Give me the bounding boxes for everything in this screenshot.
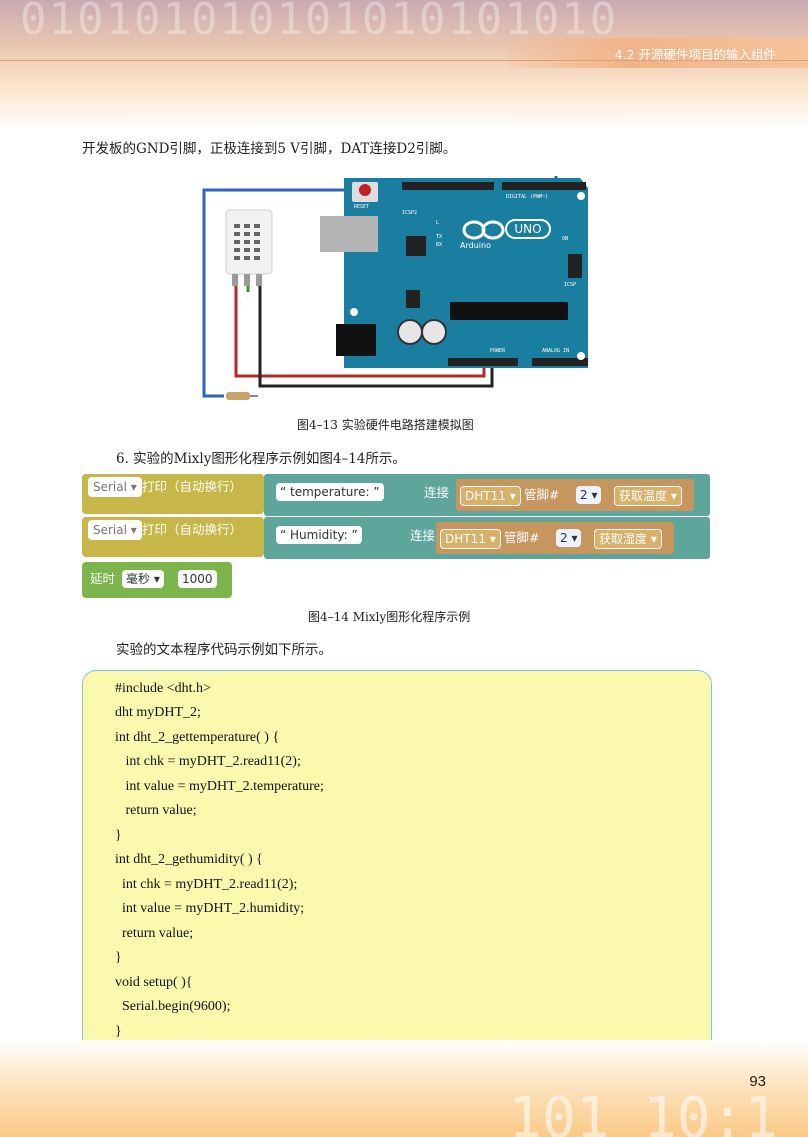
- code-line: #include <dht.h>: [115, 681, 211, 696]
- footer-decor-bits: 101 10:1: [508, 1086, 778, 1137]
- code-line: int chk = myDHT_2.read11(2);: [115, 877, 298, 892]
- code-line: void setup( ){: [115, 975, 193, 990]
- svg-text:RX: RX: [436, 242, 442, 248]
- dht-sensor: [225, 209, 273, 286]
- join-block-2: “ Humidity: ” 连接 DHT11 ▾ 管脚# 2 ▾ 获取湿度 ▾: [264, 517, 710, 559]
- page-header: 010101010101010101010 4.2 开源硬件项目的输入组件: [0, 0, 808, 130]
- uno-logo: UNO: [514, 222, 541, 236]
- code-intro: 实验的文本程序代码示例如下所示。: [116, 642, 332, 658]
- code-line: dht myDHT_2;: [115, 705, 201, 720]
- code-line: return value;: [115, 926, 194, 941]
- svg-text:DIGITAL (PWM~): DIGITAL (PWM~): [506, 194, 548, 200]
- page-footer: 101 10:1: [0, 1040, 808, 1137]
- text-pill: “ temperature: ”: [276, 483, 384, 501]
- delay-block: 延时 毫秒 ▾ 1000: [82, 562, 232, 598]
- join-block-1: “ temperature: ” 连接 DHT11 ▾ 管脚# 2 ▾ 获取温度…: [264, 474, 710, 516]
- figure-4-14-caption: 图4–14 Mixly图形化程序示例: [308, 610, 471, 624]
- code-line: int value = myDHT_2.temperature;: [115, 779, 324, 794]
- svg-text:ON: ON: [562, 236, 568, 242]
- code-line: }: [115, 1024, 122, 1039]
- svg-text:ICSP2: ICSP2: [402, 210, 417, 216]
- dht-read-block-2: DHT11 ▾ 管脚# 2 ▾ 获取湿度 ▾: [436, 522, 674, 554]
- resistor: [226, 392, 250, 400]
- mixly-blocks: Serial ▾ 打印（自动换行） “ temperature: ” 连接 DH…: [82, 474, 714, 600]
- svg-text:ANALOG IN: ANALOG IN: [542, 348, 569, 354]
- header-decor-bits: 010101010101010101010: [20, 0, 619, 45]
- svg-text:POWER: POWER: [490, 348, 506, 354]
- code-line: return value;: [115, 803, 197, 818]
- svg-text:ICSP: ICSP: [564, 282, 576, 288]
- header-tab: [508, 38, 808, 68]
- section-title: 4.2 开源硬件项目的输入组件: [614, 47, 776, 62]
- print-block-2: Serial ▾ 打印（自动换行）: [82, 517, 264, 557]
- svg-text:L: L: [436, 220, 439, 226]
- wire-black: [258, 286, 494, 388]
- intro-line: 开发板的GND引脚，正极连接到5 V引脚，DAT连接D2引脚。: [82, 141, 457, 157]
- code-line: int dht_2_gethumidity( ) {: [115, 852, 263, 867]
- figure-4-13-caption: 图4–13 实验硬件电路搭建模拟图: [297, 418, 474, 432]
- step-6-text: 6. 实验的Mixly图形化程序示例如图4–14所示。: [116, 451, 406, 467]
- code-line: }: [115, 828, 122, 843]
- code-line: Serial.begin(9600);: [115, 999, 231, 1014]
- code-line: int chk = myDHT_2.read11(2);: [115, 754, 301, 769]
- svg-text:Arduino: Arduino: [460, 241, 491, 250]
- svg-text:TX: TX: [436, 234, 442, 240]
- header-rule: [0, 60, 808, 61]
- circuit-figure: RESET ICSP2 DIGITAL (PWM~) UNO Arduino T…: [202, 176, 588, 400]
- svg-text:RESET: RESET: [354, 204, 369, 210]
- page-number: 93: [749, 1073, 766, 1090]
- code-line: int dht_2_gettemperature( ) {: [115, 730, 280, 745]
- dht-read-block-1: DHT11 ▾ 管脚# 2 ▾ 获取温度 ▾: [456, 479, 694, 511]
- serial-dropdown: Serial ▾: [88, 477, 142, 497]
- code-line: }: [115, 950, 122, 965]
- code-box: #include <dht.h> dht myDHT_2; int dht_2_…: [82, 670, 712, 1056]
- print-block-1: Serial ▾ 打印（自动换行）: [82, 474, 264, 514]
- code-line: int value = myDHT_2.humidity;: [115, 901, 305, 916]
- arduino-board: RESET ICSP2 DIGITAL (PWM~) UNO Arduino T…: [320, 178, 588, 368]
- reset-button: [359, 184, 371, 196]
